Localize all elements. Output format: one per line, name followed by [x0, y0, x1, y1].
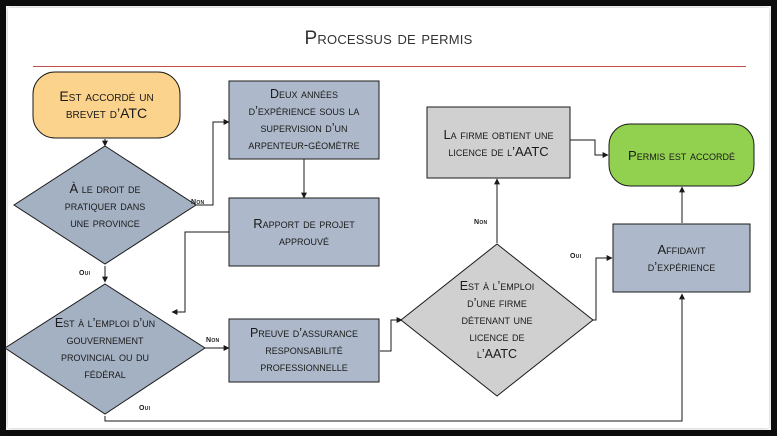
node-firme-shape	[400, 243, 594, 397]
edge-rapport-to-gouv	[171, 231, 229, 315]
edge-firme-oui-to-affidavit	[593, 255, 613, 321]
edge-label-firme-non: Non	[474, 219, 488, 226]
edge-label-gouv-oui: Oui	[139, 405, 151, 412]
node-rapport-shape	[228, 197, 380, 267]
edge-label-gouv-non: Non	[206, 337, 220, 344]
edge-label-firme-oui: Oui	[570, 253, 582, 260]
edge-label-droit-oui: Oui	[79, 270, 91, 277]
edge-gouv-oui-to-affidavit	[104, 293, 685, 422]
edge-licence-to-end	[570, 139, 609, 158]
edge-assurance-to-firme	[380, 317, 403, 352]
node-start-shape	[32, 71, 181, 139]
edge-label-droit-non: Non	[191, 199, 205, 206]
node-gouv-shape	[4, 283, 206, 415]
edge-droit-non-to-experience	[196, 119, 230, 206]
diagram-title: Processus de permis	[304, 28, 473, 49]
node-end-shape	[608, 123, 755, 187]
node-affidavit-shape	[612, 223, 751, 293]
node-experience-shape	[228, 80, 380, 160]
node-assurance-shape	[228, 318, 380, 383]
title-rule	[33, 66, 746, 67]
node-licence-shape	[426, 106, 571, 179]
node-droit-shape	[13, 145, 197, 265]
